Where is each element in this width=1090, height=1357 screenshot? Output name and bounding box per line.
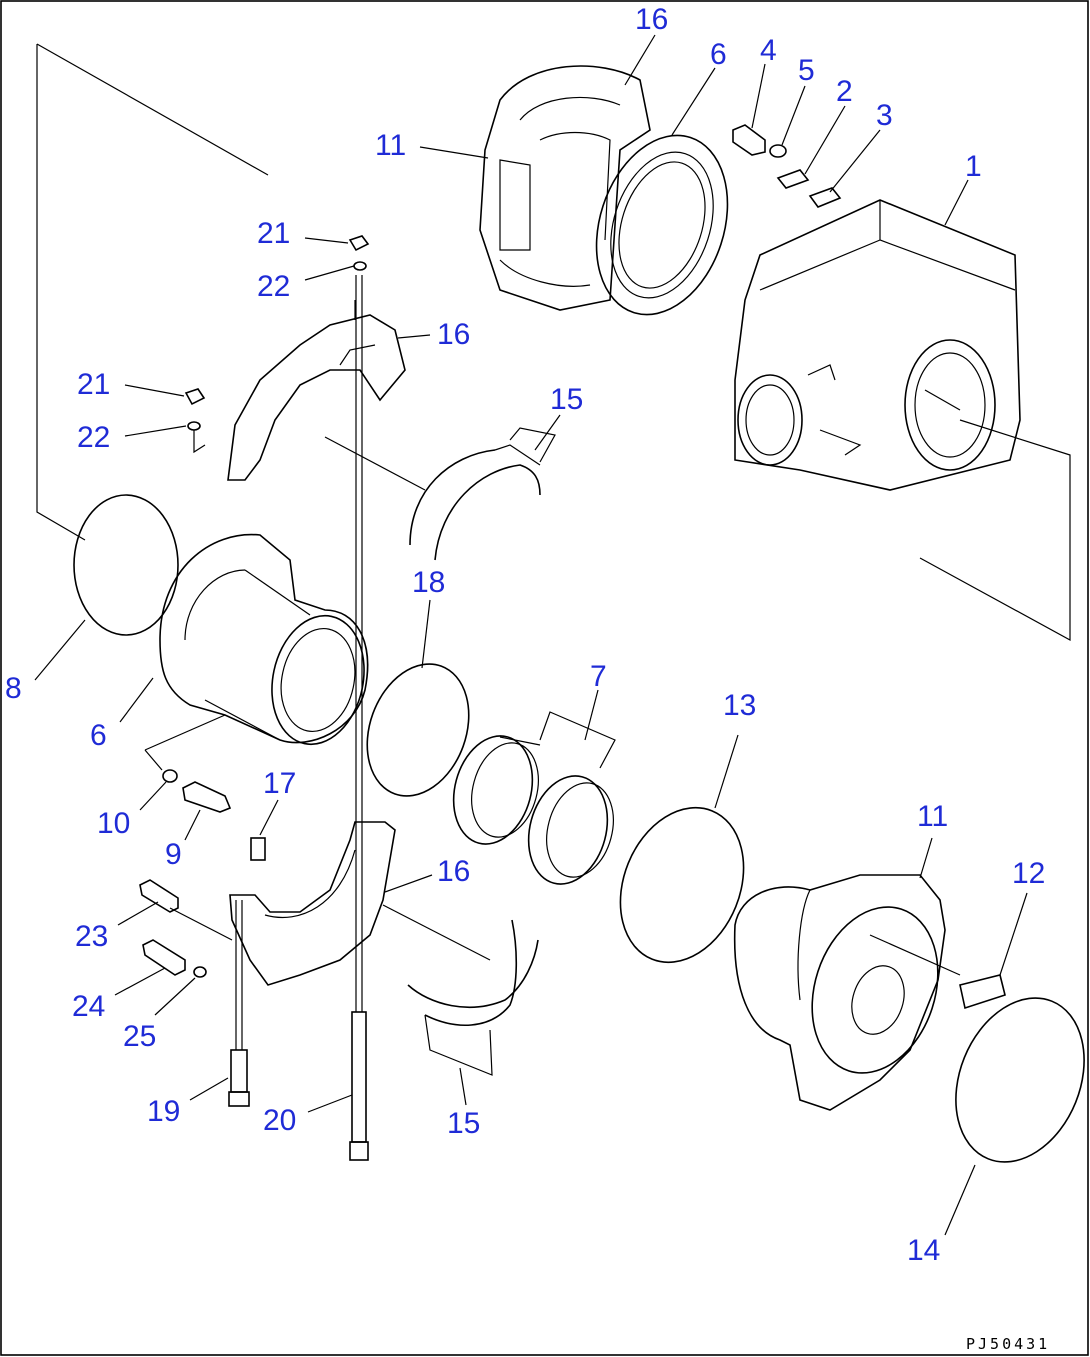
part-18-ring — [366, 663, 470, 797]
parts-9-10 — [162, 769, 232, 813]
callout-15-lower: 15 — [447, 1107, 480, 1140]
part-7-bearing-set — [452, 711, 616, 885]
callout-17: 17 — [263, 767, 296, 800]
bolts-23-24-25 — [139, 879, 207, 978]
callout-8: 8 — [5, 672, 22, 705]
callout-10: 10 — [97, 807, 130, 840]
callout-1: 1 — [965, 150, 982, 183]
callout-9: 9 — [165, 838, 182, 871]
part-15-top-shims — [409, 427, 556, 561]
callout-3: 3 — [876, 99, 893, 132]
callout-16-lower: 16 — [437, 855, 470, 888]
callout-21-top: 21 — [257, 217, 290, 250]
nuts-and-washers — [184, 235, 370, 454]
part-17-pin — [250, 837, 266, 861]
callout-11-top: 11 — [375, 129, 406, 162]
part-19-bolt — [228, 900, 250, 1107]
callout-23: 23 — [75, 920, 108, 953]
callout-13: 13 — [723, 689, 756, 722]
part-16-top-cap — [227, 314, 406, 481]
callout-16-top: 16 — [635, 3, 668, 36]
part-1-housing — [734, 199, 1021, 491]
callout-6-top: 6 — [710, 38, 727, 71]
callout-2: 2 — [836, 75, 853, 108]
callout-12: 12 — [1012, 857, 1045, 890]
callout-25: 25 — [123, 1020, 156, 1053]
callout-22-left: 22 — [77, 421, 110, 454]
callout-labels: 16 6 4 5 2 3 11 1 21 22 16 21 22 15 18 8… — [5, 3, 1045, 1267]
leader-lines — [36, 43, 1071, 976]
callout-22-top: 22 — [257, 270, 290, 303]
part-12 — [959, 974, 1006, 1010]
callout-15-top: 15 — [550, 383, 583, 416]
part-11-top-carrier — [479, 65, 651, 311]
callout-21-left: 21 — [77, 368, 110, 401]
part-6-lower-flange — [159, 533, 369, 746]
callout-20: 20 — [263, 1104, 296, 1137]
callout-7: 7 — [590, 660, 607, 693]
callout-14: 14 — [907, 1234, 940, 1267]
callout-18: 18 — [412, 566, 445, 599]
callout-6-lower: 6 — [90, 719, 107, 752]
part-14-ring — [955, 997, 1085, 1163]
part-6-top-flange — [595, 134, 729, 316]
parts-bolt-washer-plates — [732, 124, 842, 208]
part-16-lower-cap — [229, 821, 396, 986]
part-11-lower-carrier — [733, 874, 946, 1111]
callout-leaders — [34, 34, 1028, 1236]
drawing-code: PJ50431 — [966, 1335, 1050, 1353]
part-20-tie-rod — [349, 275, 369, 1161]
callout-16-mid: 16 — [437, 318, 470, 351]
part-15-lower-shims — [407, 919, 539, 1076]
callout-4: 4 — [760, 34, 777, 67]
part-8-ring — [73, 494, 179, 636]
callout-24: 24 — [72, 990, 105, 1023]
callout-19: 19 — [147, 1095, 180, 1128]
part-13-ring — [619, 806, 745, 964]
callout-11-lower: 11 — [917, 800, 948, 833]
callout-5: 5 — [798, 54, 815, 87]
